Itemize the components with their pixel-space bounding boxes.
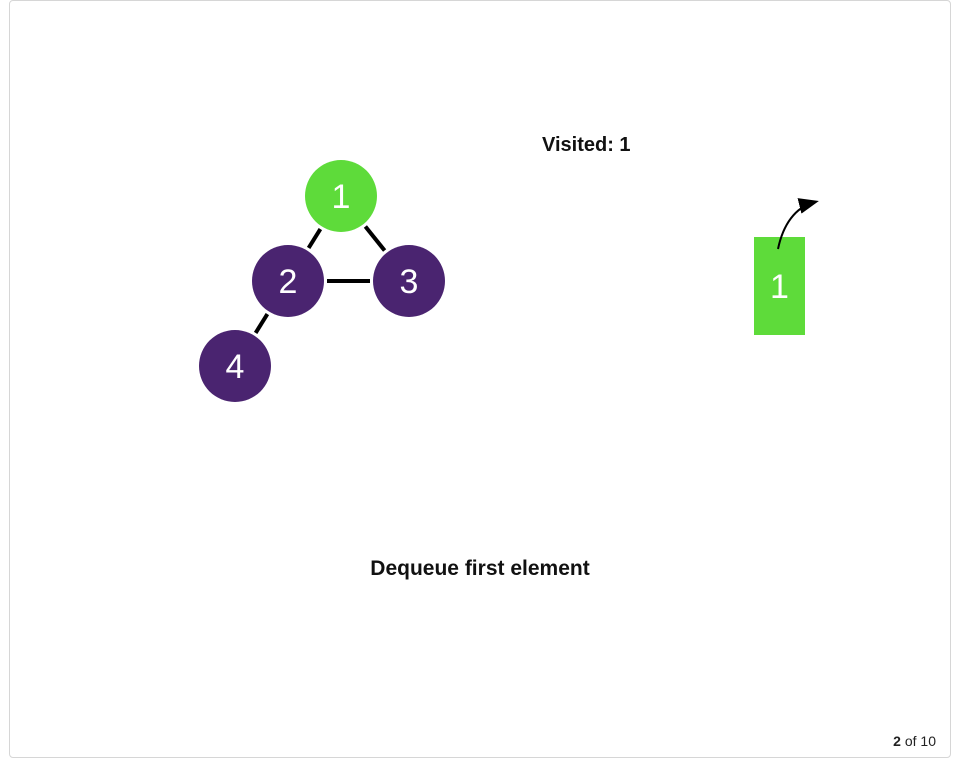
queue-item-box (754, 237, 805, 335)
slide-counter-total: 10 (920, 733, 936, 749)
dequeue-arrow-icon (777, 198, 819, 250)
graph-edge-1-2 (306, 228, 323, 249)
graph-node-2: 2 (252, 245, 324, 317)
graph-node-1: 1 (305, 160, 377, 232)
queue-item: 1 (754, 237, 805, 335)
graph-node-circle (305, 160, 377, 232)
slide-frame (9, 0, 951, 758)
graph-edge-1-3 (363, 225, 387, 252)
slide-counter-separator: of (904, 733, 917, 749)
slide-counter: 2 of 10 (893, 733, 936, 749)
graph-node-4: 4 (199, 330, 271, 402)
queue-item-label: 1 (770, 268, 789, 306)
graph-edge-2-4 (253, 313, 270, 334)
graph-node-circle (252, 245, 324, 317)
graph-node-circle (199, 330, 271, 402)
slide-caption: Dequeue first element (370, 557, 590, 580)
graph-node-label: 2 (279, 263, 298, 301)
slide-counter-current: 2 (893, 733, 901, 749)
visited-label: Visited: 1 (542, 134, 631, 156)
graph-node-label: 3 (400, 263, 419, 301)
graph-node-label: 1 (332, 178, 351, 216)
graph-node-circle (373, 245, 445, 317)
graph-node-label: 4 (226, 348, 245, 386)
graph-node-3: 3 (373, 245, 445, 317)
